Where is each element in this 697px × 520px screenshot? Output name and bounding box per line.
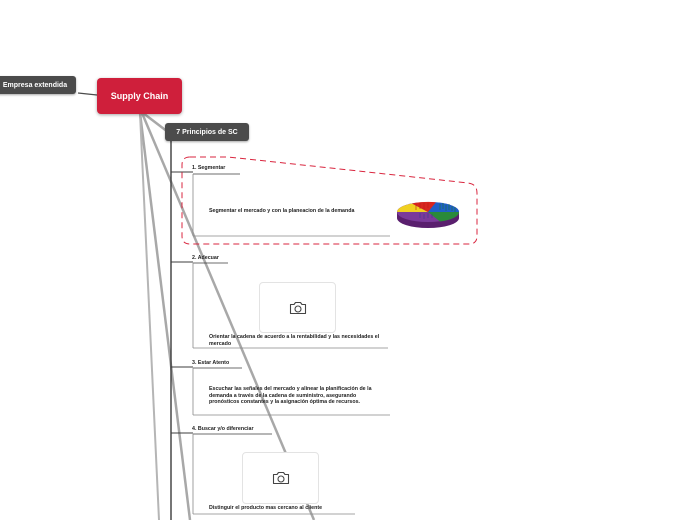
item-1-text[interactable]: Segmentar el mercado y con la planeacion… xyxy=(209,208,355,214)
camera-icon xyxy=(289,301,306,314)
item-2-title[interactable]: 2. Adecuar xyxy=(192,255,219,261)
item-3-title[interactable]: 3. Estar Atento xyxy=(192,360,230,366)
item-2-text[interactable]: Orientar la cadena de acuerdo a la renta… xyxy=(209,334,380,347)
item-2-image[interactable] xyxy=(259,282,336,333)
node-supply-chain-label: Supply Chain xyxy=(110,91,169,101)
item-4-text[interactable]: Distinguir el producto mas cercano al cl… xyxy=(209,505,323,511)
connector-root-principles xyxy=(142,112,169,133)
item-1-title[interactable]: 1. Segmentar xyxy=(192,165,226,171)
node-7-principios[interactable]: 7 Principios de SC xyxy=(165,123,249,141)
item-4-image[interactable] xyxy=(242,452,319,504)
highlight-boundary xyxy=(181,156,478,245)
connector-root-left xyxy=(77,92,98,96)
node-7-principios-label: 7 Principios de SC xyxy=(176,128,238,136)
item-4-title[interactable]: 4. Buscar y/o diferenciar xyxy=(192,426,254,432)
node-empresa-extendida-label: Empresa extendida xyxy=(2,81,68,89)
camera-icon xyxy=(272,471,289,485)
node-supply-chain[interactable]: Supply Chain xyxy=(97,78,182,114)
item-3-text[interactable]: Escuchar las señales del mercado y aline… xyxy=(209,386,372,406)
connector-root-down-3 xyxy=(139,112,160,520)
node-empresa-extendida[interactable]: Empresa extendida xyxy=(0,76,76,94)
pie-chart-image xyxy=(397,201,460,228)
connector-root-down-1 xyxy=(138,112,192,520)
